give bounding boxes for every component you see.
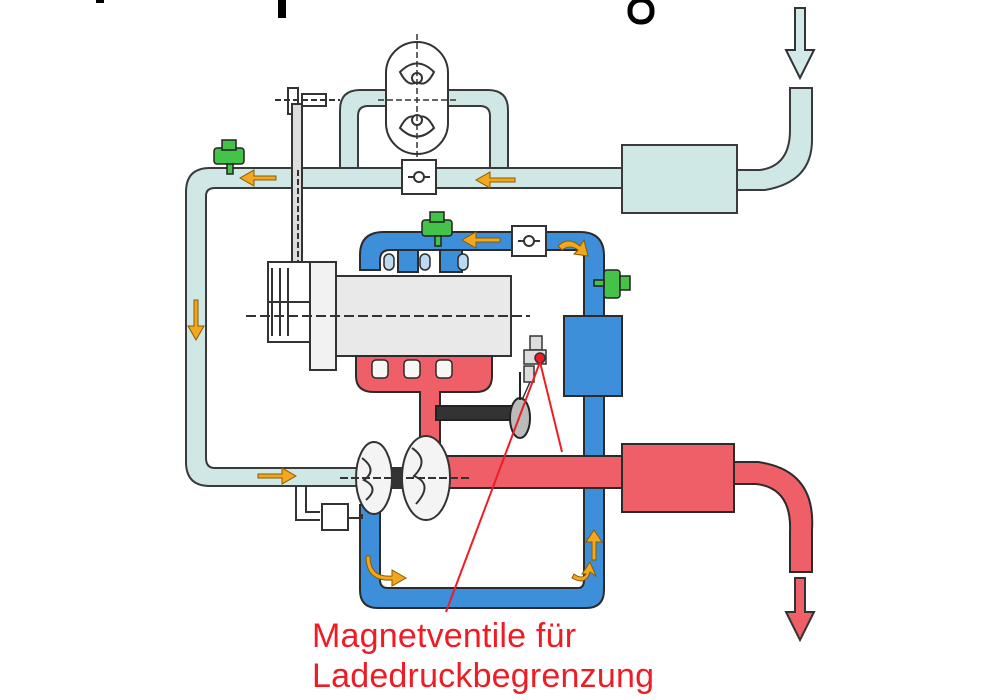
pressure-sensor-icon: [593, 269, 631, 299]
charge-air-ducts: [359, 231, 623, 609]
throttle-valve-intake: [401, 159, 437, 195]
runner-highlights: [383, 253, 469, 271]
exhaust-out-arrow-icon: [784, 577, 816, 643]
pressure-sensor-icon: [213, 139, 245, 175]
turbocharger: [340, 435, 470, 521]
callout-line-2: Ladedruckbegrenzung: [312, 657, 655, 695]
intake-in-arrow-icon: [784, 7, 816, 81]
fresh-air-ducts: [185, 87, 813, 487]
wastegate-actuator: [435, 372, 531, 439]
solenoid-valve-callout: Magnetventile für Ladedruckbegrenzung: [312, 616, 772, 696]
mechanical-compressor: [378, 34, 456, 162]
exhaust-ducts: [355, 355, 814, 573]
bypass-valve: [295, 486, 363, 531]
solenoid-valves: [521, 335, 547, 401]
exhaust-ports: [371, 359, 453, 379]
pressure-sensor-icon: [421, 211, 453, 247]
flow-arrow-icon: [187, 169, 603, 587]
callout-line-1: Magnetventile für: [312, 617, 577, 655]
callout-leader-lines: [445, 361, 563, 613]
charge-air-cooler: [563, 315, 623, 397]
air-filter: [621, 144, 738, 214]
clipped-heading: [96, 0, 655, 25]
throttle-valve-charge: [511, 225, 547, 257]
belt-drive: [275, 87, 340, 290]
exhaust-muffler: [621, 443, 735, 513]
engine-block: [246, 261, 530, 371]
